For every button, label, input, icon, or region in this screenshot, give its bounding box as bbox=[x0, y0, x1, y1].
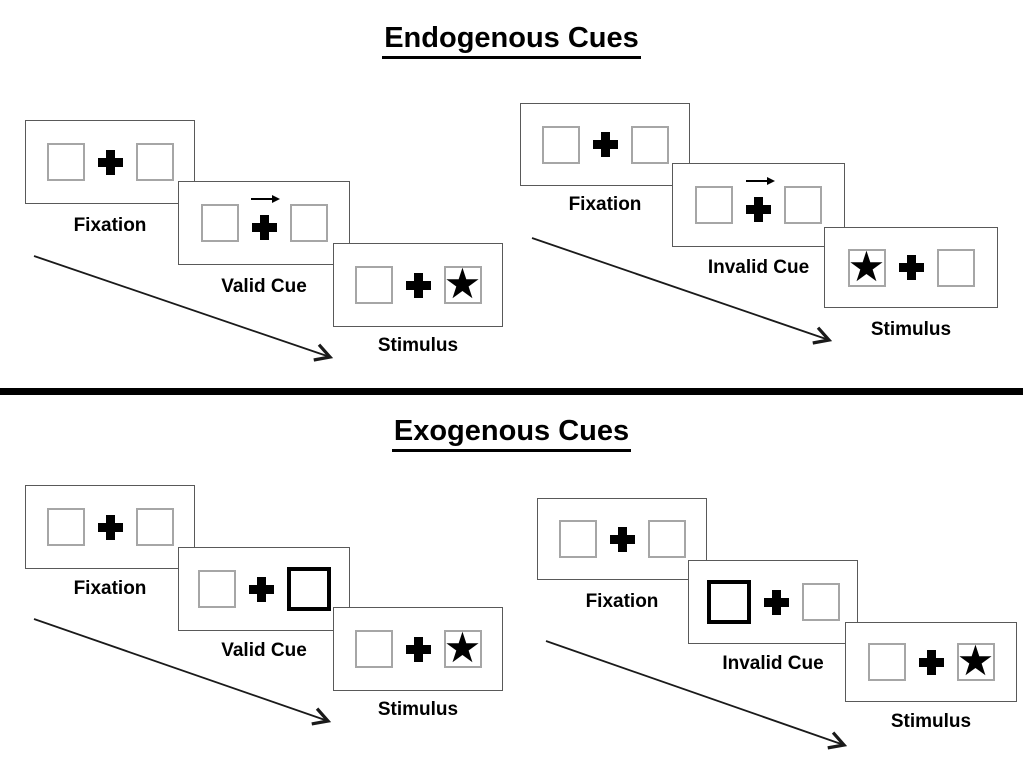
stimulus-panel: ★ bbox=[333, 243, 503, 327]
right-box bbox=[801, 583, 840, 621]
panel-label: Fixation bbox=[73, 215, 147, 236]
left-box bbox=[46, 508, 85, 546]
left-box: ★ bbox=[847, 241, 886, 291]
section-title-text: Endogenous Cues bbox=[382, 22, 641, 59]
star-icon: ★ bbox=[847, 241, 886, 291]
star-icon: ★ bbox=[956, 636, 995, 685]
fixation-cross-icon bbox=[592, 132, 618, 157]
left-box bbox=[354, 630, 393, 668]
fixation-cross-icon bbox=[405, 636, 431, 662]
fixation-cross-icon bbox=[97, 514, 123, 540]
panel-label: Fixation bbox=[568, 194, 642, 215]
fixation-cross-icon bbox=[405, 272, 431, 298]
progression-arrow-icon bbox=[33, 618, 332, 726]
right-arrow-cue-icon bbox=[251, 195, 280, 203]
fixation-cross-icon bbox=[898, 255, 924, 280]
panel-label: Fixation bbox=[585, 591, 659, 612]
right-box bbox=[289, 204, 328, 242]
right-box bbox=[784, 186, 822, 224]
left-box bbox=[200, 204, 239, 242]
star-icon: ★ bbox=[443, 259, 482, 308]
right-box: ★ bbox=[443, 623, 482, 672]
left-box bbox=[46, 143, 85, 181]
fixation-cross-icon bbox=[918, 649, 944, 675]
stimulus-panel: ★ bbox=[333, 607, 503, 691]
fixation-cross-icon bbox=[97, 149, 123, 175]
fixation-cross-icon bbox=[609, 526, 635, 552]
cue-panel bbox=[672, 163, 845, 247]
left-box bbox=[867, 643, 906, 681]
section-title-endogenous: Endogenous Cues bbox=[0, 22, 1023, 59]
left-box bbox=[695, 186, 733, 224]
panel-label: Fixation bbox=[73, 578, 147, 599]
left-box-highlight-cue bbox=[706, 580, 751, 624]
panel-label: Invalid Cue bbox=[722, 653, 824, 674]
fixation-cross-icon bbox=[746, 196, 771, 222]
progression-arrow-icon bbox=[531, 237, 833, 345]
cue-panel bbox=[178, 547, 350, 631]
cue-panel bbox=[178, 181, 350, 265]
panel-label: Invalid Cue bbox=[707, 257, 810, 278]
right-box: ★ bbox=[443, 259, 482, 308]
stimulus-panel: ★ bbox=[845, 622, 1017, 702]
right-box bbox=[630, 125, 669, 164]
right-box bbox=[135, 508, 174, 546]
right-box bbox=[936, 248, 975, 287]
right-arrow-cue-icon bbox=[745, 177, 775, 185]
left-box bbox=[354, 266, 393, 304]
panel-label: Stimulus bbox=[870, 319, 952, 340]
section-title-text: Exogenous Cues bbox=[391, 415, 632, 452]
right-box bbox=[135, 143, 174, 181]
fixation-cross-icon bbox=[248, 576, 274, 602]
fixation-panel bbox=[537, 498, 707, 580]
fixation-cross-icon bbox=[763, 589, 789, 615]
panel-label: Stimulus bbox=[890, 711, 972, 732]
right-box-highlight-cue bbox=[286, 567, 331, 611]
panel-label: Valid Cue bbox=[221, 640, 307, 661]
left-box bbox=[541, 125, 580, 164]
right-box bbox=[647, 520, 686, 558]
progression-arrow-icon bbox=[545, 640, 848, 750]
star-icon: ★ bbox=[443, 623, 482, 672]
panel-label: Stimulus bbox=[377, 335, 459, 356]
left-box bbox=[558, 520, 597, 558]
fixation-cross-icon bbox=[251, 214, 277, 240]
fixation-panel bbox=[25, 120, 195, 204]
stimulus-panel: ★ bbox=[824, 227, 998, 308]
fixation-panel bbox=[25, 485, 195, 569]
panel-label: Stimulus bbox=[377, 699, 459, 720]
progression-arrow-icon bbox=[33, 255, 334, 362]
left-box bbox=[197, 570, 236, 608]
section-divider bbox=[0, 388, 1023, 395]
right-box: ★ bbox=[956, 636, 995, 685]
panel-label: Valid Cue bbox=[221, 276, 307, 297]
section-title-exogenous: Exogenous Cues bbox=[0, 415, 1023, 452]
fixation-panel bbox=[520, 103, 690, 186]
cue-panel bbox=[688, 560, 858, 644]
